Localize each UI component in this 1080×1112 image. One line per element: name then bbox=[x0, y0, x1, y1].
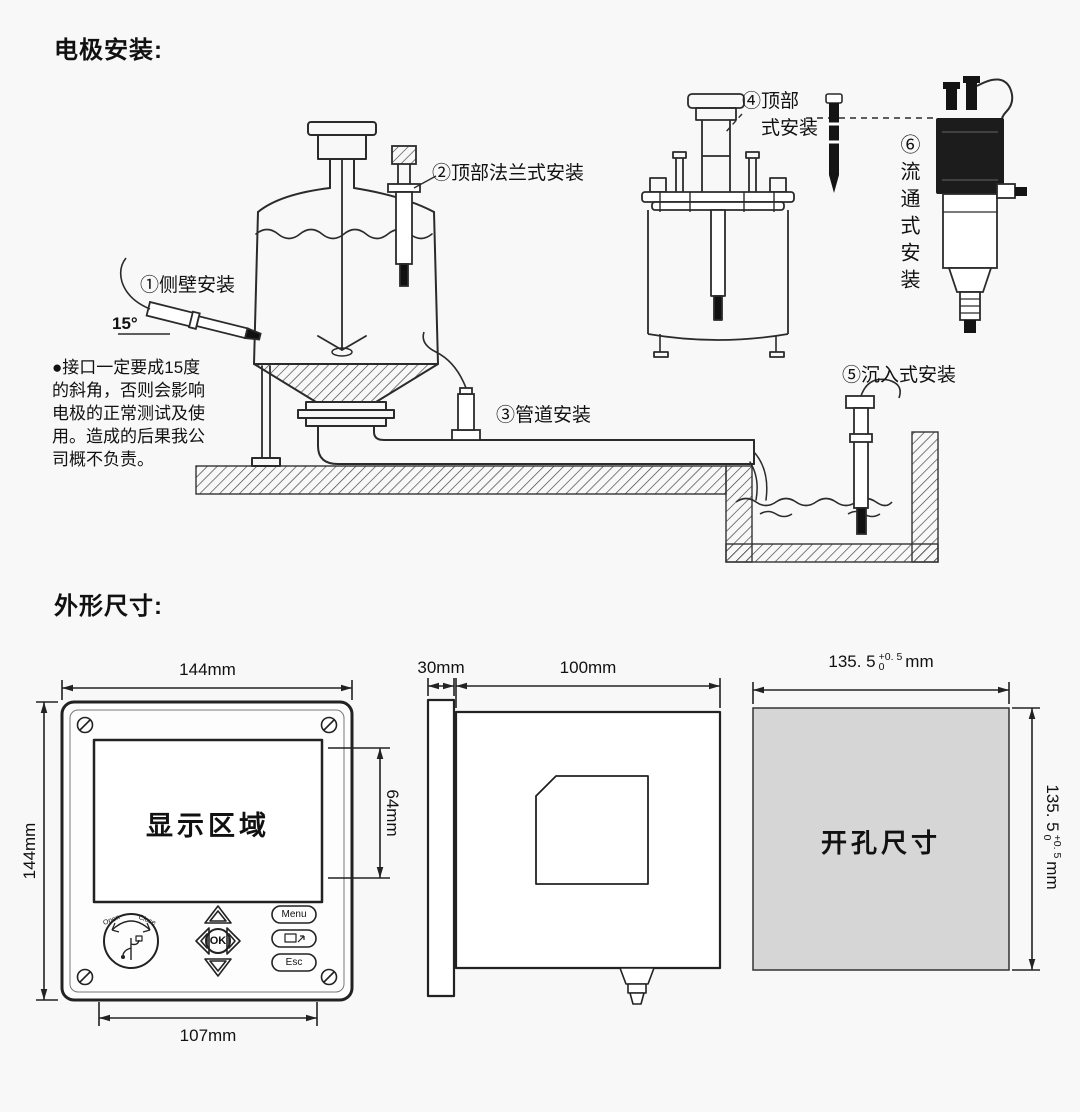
top-type-vessel-drawing bbox=[641, 93, 795, 358]
dim-cutout-height-unit: mm bbox=[1043, 861, 1062, 890]
electrode-section-heading: 电极安装: bbox=[54, 37, 163, 64]
tank-drawing bbox=[251, 121, 768, 501]
tolerance-lower: 0 bbox=[1041, 834, 1053, 841]
note-line: 电极的正常测试及使 bbox=[52, 404, 205, 423]
dim-keypad-width: 107mm bbox=[179, 1026, 237, 1045]
label-top-type-line1: ④顶部 bbox=[742, 91, 800, 112]
ok-button-label: OK bbox=[209, 935, 227, 947]
note-line: ●接口一定要成15度 bbox=[52, 358, 201, 377]
dim-panel-depth: 30mm bbox=[417, 658, 465, 677]
menu-button-label: Menu bbox=[281, 909, 307, 920]
dim-cutout-width-value: 135. 5 bbox=[828, 652, 876, 671]
display-area-label: 显示区域 bbox=[146, 811, 270, 842]
label-pipe-install: ③管道安装 bbox=[496, 405, 592, 426]
dim-cutout-width: 135. 5 +0. 5 0 mm bbox=[796, 651, 966, 673]
label-top-type-install: ④顶部 式安装 bbox=[742, 86, 818, 140]
note-line: 的斜角，否则会影响 bbox=[52, 381, 205, 400]
note-line: 用。造成的后果我公 bbox=[52, 427, 205, 446]
probe-drawing bbox=[806, 93, 936, 193]
label-flow-install: ⑥流通式安装 bbox=[897, 134, 919, 296]
immersion-electrode-drawing bbox=[845, 378, 901, 535]
dim-front-height: 144mm bbox=[20, 822, 39, 880]
tolerance-upper: +0. 5 bbox=[878, 651, 903, 663]
cutout-label: 开孔尺寸 bbox=[820, 829, 941, 859]
pipe-electrode-drawing bbox=[422, 331, 481, 441]
note-line: 司概不负责。 bbox=[52, 450, 154, 469]
cutout-view-drawing bbox=[752, 707, 1010, 971]
dim-cutout-width-tolerance: +0. 5 0 bbox=[878, 651, 903, 673]
side-wall-electrode-drawing bbox=[118, 257, 262, 341]
label-immersion-install: ⑤沉入式安装 bbox=[842, 365, 957, 386]
flow-cell-drawing bbox=[936, 76, 1027, 333]
top-flange-electrode-drawing bbox=[387, 145, 437, 287]
dim-cutout-height-tolerance: +0. 5 0 bbox=[1041, 834, 1063, 859]
label-top-flange-install: ②顶部法兰式安装 bbox=[432, 163, 585, 184]
dim-body-depth: 100mm bbox=[559, 658, 617, 677]
screen-icon bbox=[284, 933, 305, 943]
front-view-drawing bbox=[60, 700, 354, 1002]
label-angle-15deg: 15° bbox=[112, 314, 138, 333]
side-view-drawing bbox=[426, 698, 722, 1005]
dimension-lines bbox=[36, 678, 1040, 1026]
dimension-section-heading: 外形尺寸: bbox=[54, 593, 163, 620]
dim-display-height: 64mm bbox=[383, 789, 402, 837]
dim-cutout-width-unit: mm bbox=[905, 652, 934, 671]
dim-cutout-height: 135. 5 +0. 5 0 mm bbox=[1041, 752, 1063, 922]
dim-front-width: 144mm bbox=[179, 660, 236, 679]
dim-cutout-height-value: 135. 5 bbox=[1043, 784, 1062, 832]
note-block: ●接口一定要成15度 的斜角，否则会影响 电极的正常测试及使 用。造成的后果我公… bbox=[52, 356, 205, 471]
ground-and-pit-drawing bbox=[195, 431, 939, 563]
esc-button-label: Esc bbox=[285, 957, 303, 968]
tolerance-lower: 0 bbox=[878, 661, 885, 673]
label-top-type-line2: 式安装 bbox=[761, 118, 819, 139]
label-side-wall-install: ①侧壁安装 bbox=[140, 275, 236, 296]
tolerance-upper: +0. 5 bbox=[1051, 834, 1063, 859]
